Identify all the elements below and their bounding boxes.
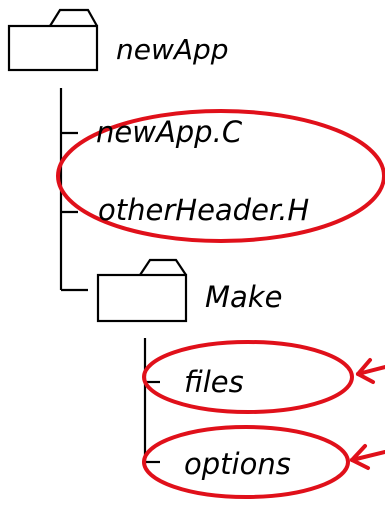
- file-label-options: options: [184, 447, 291, 481]
- root-folder-label: newApp: [116, 33, 229, 66]
- file-label-otherheader-h: otherHeader.H: [98, 193, 310, 227]
- make-folder-label: Make: [205, 280, 283, 314]
- make-folder-icon: [96, 258, 188, 323]
- highlight-ellipse-options: [142, 425, 350, 499]
- highlight-ellipses: [56, 109, 385, 499]
- make-connectors: [143, 338, 160, 464]
- file-label-files: files: [184, 365, 244, 399]
- highlight-ellipse-top-files: [56, 109, 385, 243]
- highlight-ellipse-files: [142, 340, 354, 414]
- root-folder-icon: [7, 8, 99, 72]
- file-label-newapp-c: newApp.C: [96, 115, 243, 149]
- arrow-options-icon: [350, 444, 385, 470]
- arrow-files-icon: [356, 358, 385, 384]
- root-connectors: [59, 88, 88, 292]
